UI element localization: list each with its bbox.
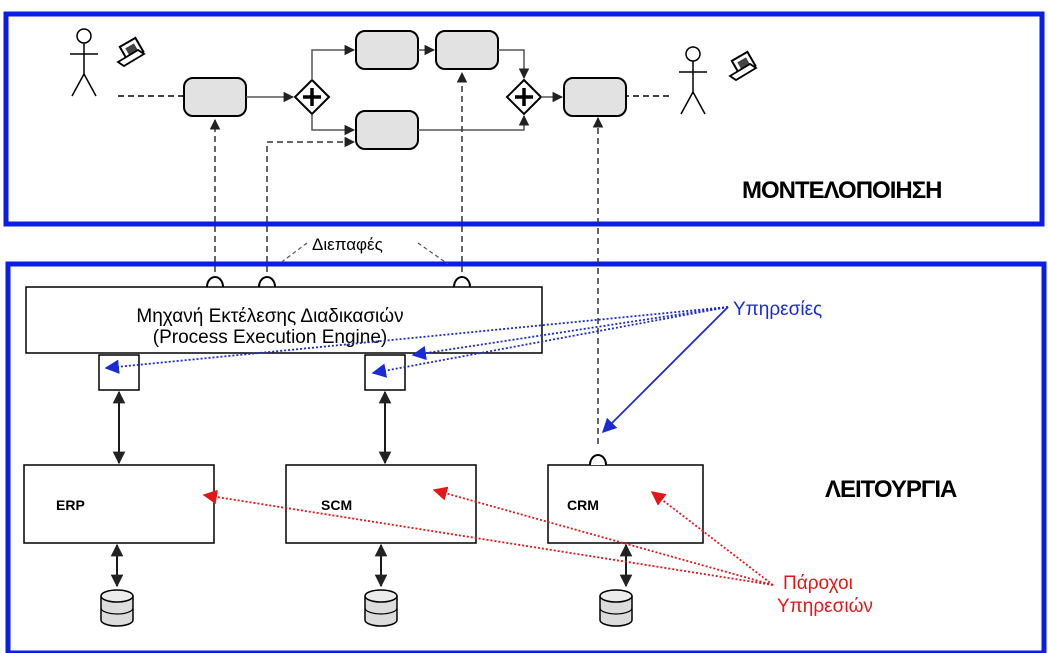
sequence-flows (246, 44, 564, 136)
modeling-title: ΜΟΝΤΕΛΟΠΟΙΗΣΗ (742, 177, 941, 204)
providers-arrows (202, 486, 774, 586)
system-links (112, 390, 392, 465)
task-box (435, 30, 499, 70)
task-box (563, 77, 627, 117)
interface-socket (453, 276, 471, 288)
actor-icon (69, 28, 99, 97)
task-box (355, 30, 419, 70)
interface-socket (258, 276, 276, 288)
scm-label: SCM (321, 497, 352, 513)
computer-icon (117, 36, 145, 67)
erp-label: ERP (56, 497, 85, 513)
database-links (110, 543, 633, 588)
computer-icon (729, 50, 757, 81)
crm-interface-socket (589, 454, 607, 466)
task-box (183, 77, 247, 117)
crm-label: CRM (567, 497, 599, 513)
parallel-gateway-icon (293, 78, 331, 116)
erp-box (23, 464, 215, 544)
operation-panel (5, 261, 1047, 653)
engine-label-line1: Μηχανή Εκτέλεσης Διαδικασιών (136, 306, 403, 327)
interfaces-pointer (417, 242, 449, 265)
database-icon (100, 589, 134, 627)
database-icon (364, 589, 398, 627)
scm-box (285, 464, 477, 544)
engine-label-line2: (Process Execution Engine) (153, 327, 387, 348)
adapter-box (364, 354, 406, 391)
interface-socket (206, 276, 224, 288)
services-label: Υπηρεσίες (733, 299, 822, 320)
actor-icon (678, 46, 708, 115)
interfaces-label: Διεπαφές (312, 235, 383, 254)
operation-title: ΛΕΙΤΟΥΡΓΙΑ (825, 476, 957, 503)
interface-links (209, 71, 604, 448)
providers-label-line2: Υπηρεσιών (777, 596, 873, 617)
database-icon (599, 589, 633, 627)
services-arrows (104, 306, 729, 434)
providers-label-line1: Πάροχοι (783, 573, 853, 594)
modeling-panel (3, 11, 1045, 227)
interfaces-pointer (278, 242, 308, 265)
process-engine-box (25, 286, 543, 354)
adapter-box (98, 354, 140, 391)
parallel-gateway-icon (505, 78, 543, 116)
task-box (355, 110, 419, 150)
